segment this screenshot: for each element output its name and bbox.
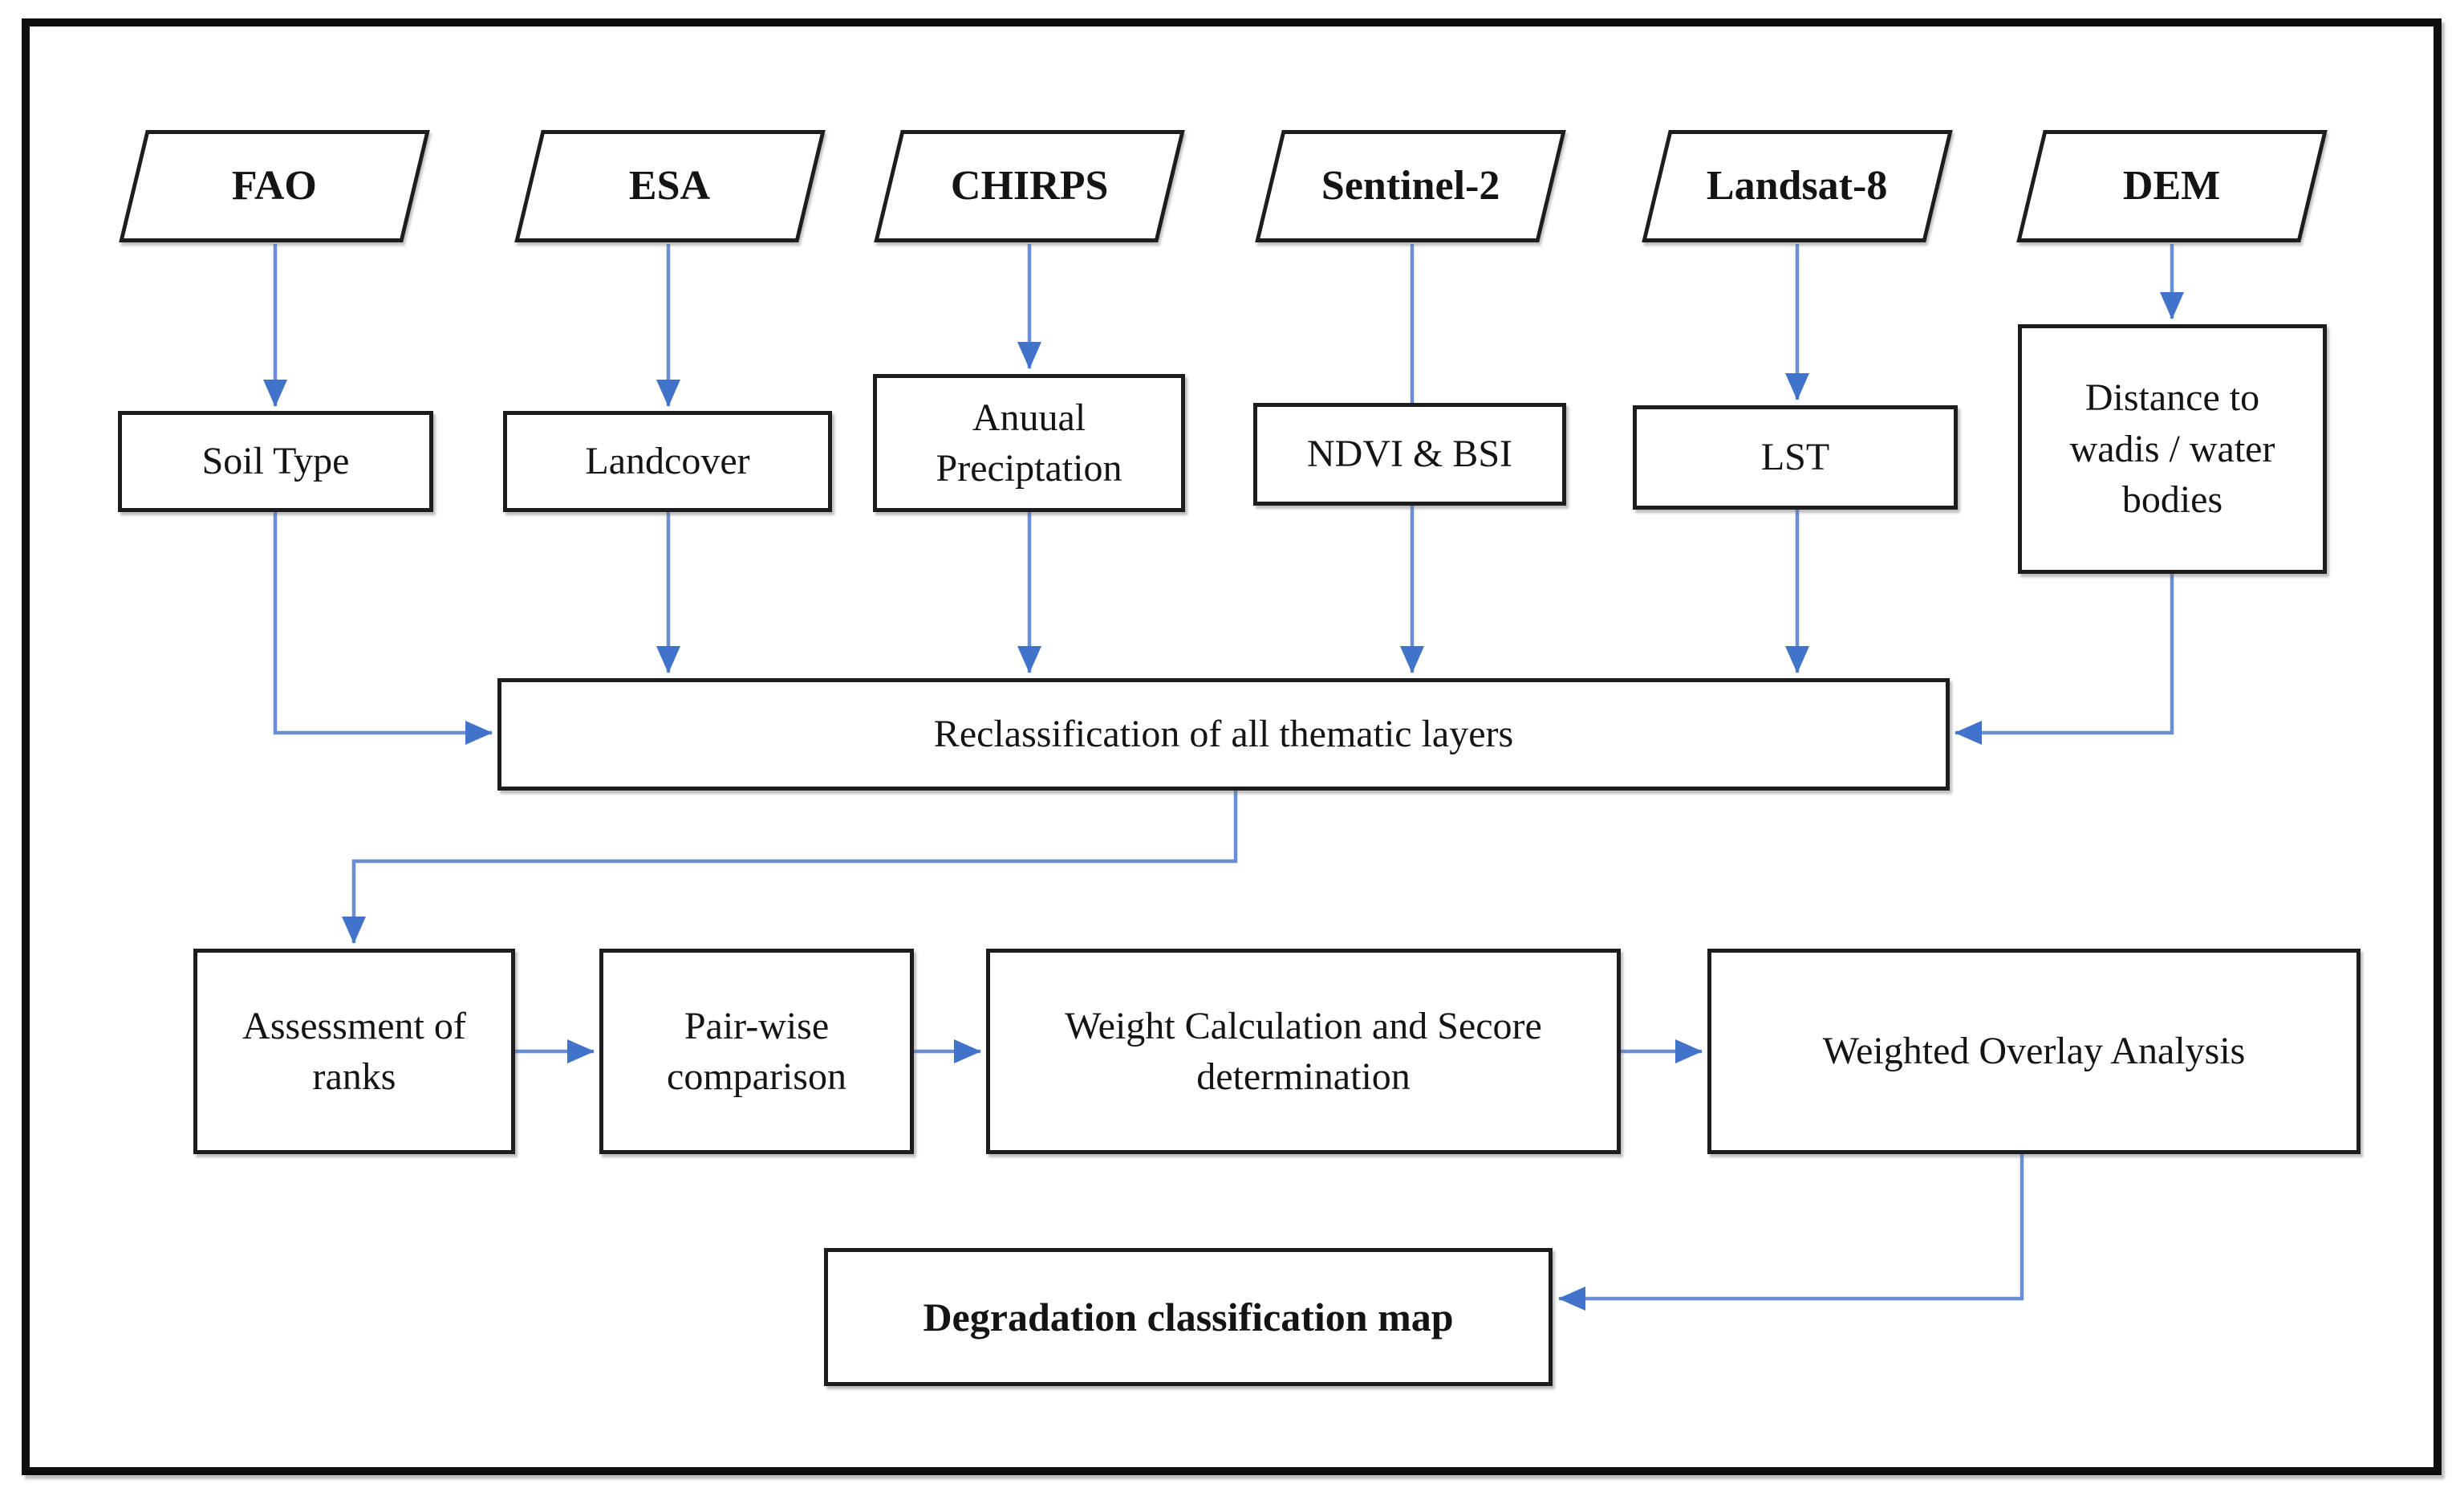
node-distance-label: Distance to wadis / water bodies <box>2069 376 2275 522</box>
node-degradation-map-label: Degradation classification map <box>923 1295 1454 1340</box>
node-lst-label: LST <box>1760 436 1830 479</box>
node-soil-type-label: Soil Type <box>201 440 350 483</box>
node-fao-label: FAO <box>232 162 317 209</box>
diagram-border <box>22 18 2442 1475</box>
node-fao: FAO <box>119 130 430 242</box>
node-landcover-label: Landcover <box>585 440 750 483</box>
node-assessment-label: Assessment of ranks <box>242 1004 466 1098</box>
node-weight-calc-label: Weight Calculation and Secore determinat… <box>1065 1004 1542 1098</box>
node-degradation-map: Degradation classification map <box>824 1248 1553 1386</box>
node-ndvi-bsi: NDVI & BSI <box>1253 403 1566 506</box>
node-precipitation-label: Anuual Preciptation <box>936 396 1122 490</box>
node-dem: DEM <box>2016 130 2328 242</box>
node-landsat-8: Landsat-8 <box>1642 130 1953 242</box>
node-chirps: CHIRPS <box>874 130 1185 242</box>
node-pairwise-label: Pair-wise comparison <box>667 1004 846 1098</box>
node-assessment: Assessment of ranks <box>193 949 515 1154</box>
node-chirps-label: CHIRPS <box>950 162 1109 209</box>
node-weighted-overlay: Weighted Overlay Analysis <box>1707 949 2360 1154</box>
node-ndvi-bsi-label: NDVI & BSI <box>1306 433 1512 476</box>
node-landsat-8-label: Landsat-8 <box>1707 162 1888 209</box>
node-precipitation: Anuual Preciptation <box>873 374 1185 512</box>
node-pairwise: Pair-wise comparison <box>599 949 914 1154</box>
node-soil-type: Soil Type <box>118 411 433 512</box>
node-distance: Distance to wadis / water bodies <box>2018 324 2327 574</box>
node-esa: ESA <box>514 130 826 242</box>
node-landcover: Landcover <box>503 411 832 512</box>
node-weighted-overlay-label: Weighted Overlay Analysis <box>1822 1030 2246 1073</box>
node-reclassification: Reclassification of all thematic layers <box>497 678 1950 791</box>
node-esa-label: ESA <box>629 162 711 209</box>
node-sentinel-2-label: Sentinel-2 <box>1321 162 1500 209</box>
node-weight-calc: Weight Calculation and Secore determinat… <box>986 949 1621 1154</box>
node-reclassification-label: Reclassification of all thematic layers <box>933 713 1514 756</box>
node-sentinel-2: Sentinel-2 <box>1255 130 1566 242</box>
node-dem-label: DEM <box>2123 162 2221 209</box>
node-lst: LST <box>1633 405 1958 510</box>
